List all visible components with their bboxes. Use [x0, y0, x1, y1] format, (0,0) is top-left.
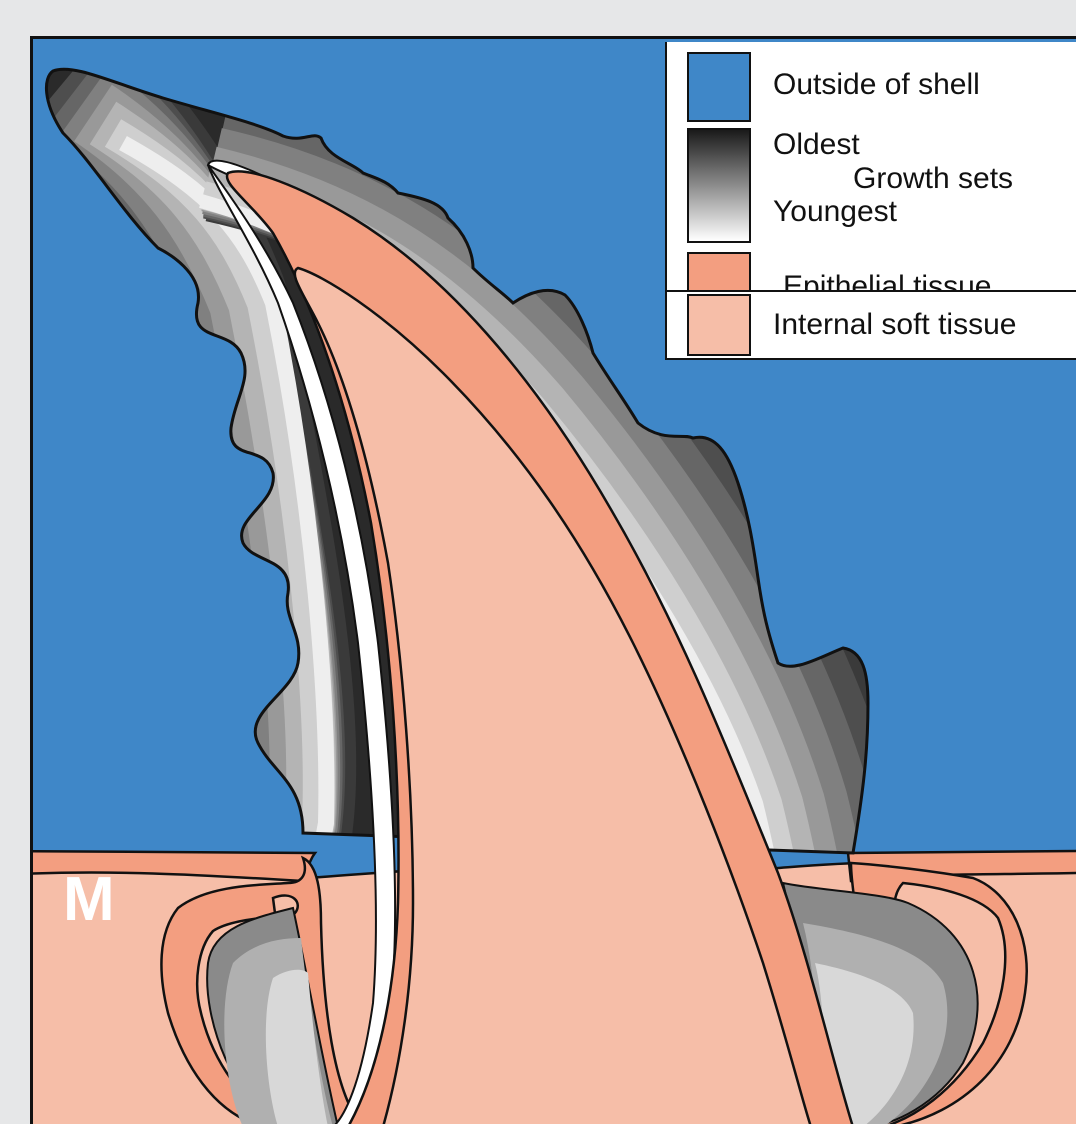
legend-label-outside: Outside of shell: [773, 70, 980, 100]
legend-swatch-growth: [687, 128, 751, 243]
legend-label-epithelial: Epithelial tissue: [783, 272, 991, 292]
legend-label-oldest: Oldest: [773, 130, 860, 160]
panel-letter: M: [63, 869, 115, 931]
legend-lower: Internal soft tissue: [665, 292, 1076, 360]
legend-swatch-outside: [687, 52, 751, 122]
legend-label-youngest: Youngest: [773, 197, 897, 227]
legend-swatch-epithelial: [687, 252, 751, 292]
legend-label-internal: Internal soft tissue: [773, 310, 1016, 340]
diagram-panel: Outside of shell Oldest Growth sets Youn…: [30, 36, 1076, 1124]
legend-label-growth-sets: Growth sets: [853, 164, 1013, 194]
legend-swatch-internal: [687, 294, 751, 356]
legend: Outside of shell Oldest Growth sets Youn…: [665, 42, 1076, 292]
